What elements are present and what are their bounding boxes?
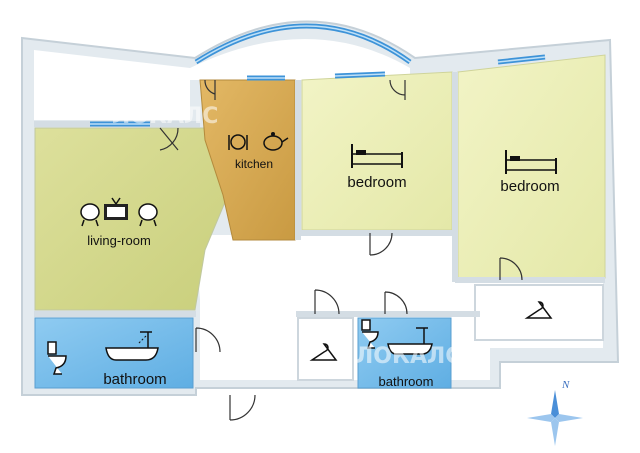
- bathtub-icon: [387, 327, 433, 355]
- kitchen-label: kitchen: [235, 157, 273, 171]
- door-living[interactable]: [159, 127, 179, 151]
- bedroom-label-2: bedroom: [500, 178, 559, 195]
- hanger-icon: [524, 301, 553, 319]
- door-bedroom2[interactable]: [499, 257, 523, 281]
- door-bathroom2[interactable]: [384, 291, 408, 315]
- bedroom-area-1: [301, 71, 453, 231]
- door-entrance[interactable]: [229, 394, 256, 421]
- toilet-icon: [361, 319, 379, 349]
- bathroom-label-1: bathroom: [103, 371, 166, 388]
- armchair-icon: [138, 203, 158, 227]
- dishes-icon: [228, 134, 248, 150]
- hanger-icon: [309, 343, 338, 361]
- compass-north-label: N: [561, 379, 570, 391]
- bed-icon: [505, 150, 557, 174]
- doors: [159, 79, 523, 421]
- bathtub-icon: [105, 331, 159, 361]
- door-closet1[interactable]: [314, 289, 340, 315]
- living-room-label: living-room: [87, 233, 151, 248]
- door-kitchen[interactable]: [204, 79, 216, 100]
- armchair-icon: [80, 203, 100, 227]
- bathroom-label-2: bathroom: [379, 374, 434, 389]
- door-bedroom1-bottom[interactable]: [369, 232, 393, 256]
- bedroom-area-2: [457, 54, 606, 279]
- door-bedroom1[interactable]: [389, 79, 406, 100]
- closet-2: [474, 284, 604, 341]
- toilet-icon: [47, 341, 67, 375]
- compass-icon: [527, 390, 583, 446]
- living-room-area: [34, 127, 229, 311]
- teapot-icon: [263, 132, 289, 151]
- bed-icon: [351, 144, 403, 168]
- partitions: [34, 72, 605, 317]
- tv-icon: [104, 197, 128, 220]
- watermark-1: ЛОКАЛС: [112, 104, 218, 129]
- watermark-2: ЛОКАЛС: [355, 344, 461, 369]
- door-bathroom1[interactable]: [195, 327, 221, 353]
- bedroom-label-1: bedroom: [347, 174, 406, 191]
- closet-1: [297, 317, 354, 381]
- window-highlights: [90, 25, 546, 125]
